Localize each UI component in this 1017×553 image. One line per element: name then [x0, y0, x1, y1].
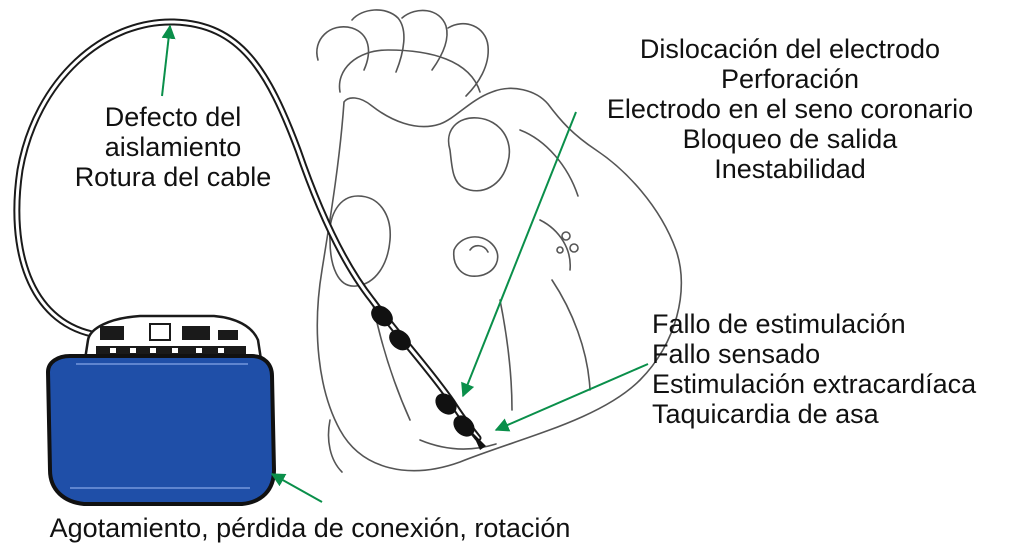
lead-electrodes — [371, 305, 486, 450]
label-pacing-complications: Fallo de estimulación Fallo sensado Esti… — [652, 309, 976, 429]
arrow-lead-tip — [461, 111, 577, 398]
label-line: Fallo de estimulación — [652, 309, 906, 339]
label-line: Fallo sensado — [652, 339, 821, 369]
arrow-insulation — [161, 24, 176, 97]
label-line: Electrodo en el seno coronario — [606, 94, 974, 124]
annotation-arrows — [161, 24, 649, 503]
label-line: Defecto del — [104, 102, 242, 132]
label-line: Rotura del cable — [74, 162, 272, 192]
label-insulation-defect: Defecto del aislamiento Rotura del cable — [58, 102, 288, 192]
pacemaker-lead — [13, 18, 482, 442]
label-line: Agotamiento, pérdida de conexión, rotaci… — [49, 513, 571, 543]
label-lead-complications: Dislocación del electrodo Perforación El… — [585, 34, 995, 184]
label-line: Taquicardia de asa — [652, 399, 879, 429]
label-line: Estimulación extracardíaca — [652, 369, 977, 399]
label-line: Perforación — [720, 64, 860, 94]
label-line: Bloqueo de salida — [682, 124, 898, 154]
arrow-generator — [270, 473, 323, 503]
label-line: Dislocación del electrodo — [639, 34, 941, 64]
label-generator-complications: Agotamiento, pérdida de conexión, rotaci… — [10, 513, 610, 543]
arrow-pacing — [494, 363, 649, 432]
label-line: Inestabilidad — [714, 154, 866, 184]
heart-illustration — [316, 9, 683, 473]
pulse-generator — [45, 314, 277, 506]
label-line: aislamiento — [104, 132, 242, 162]
